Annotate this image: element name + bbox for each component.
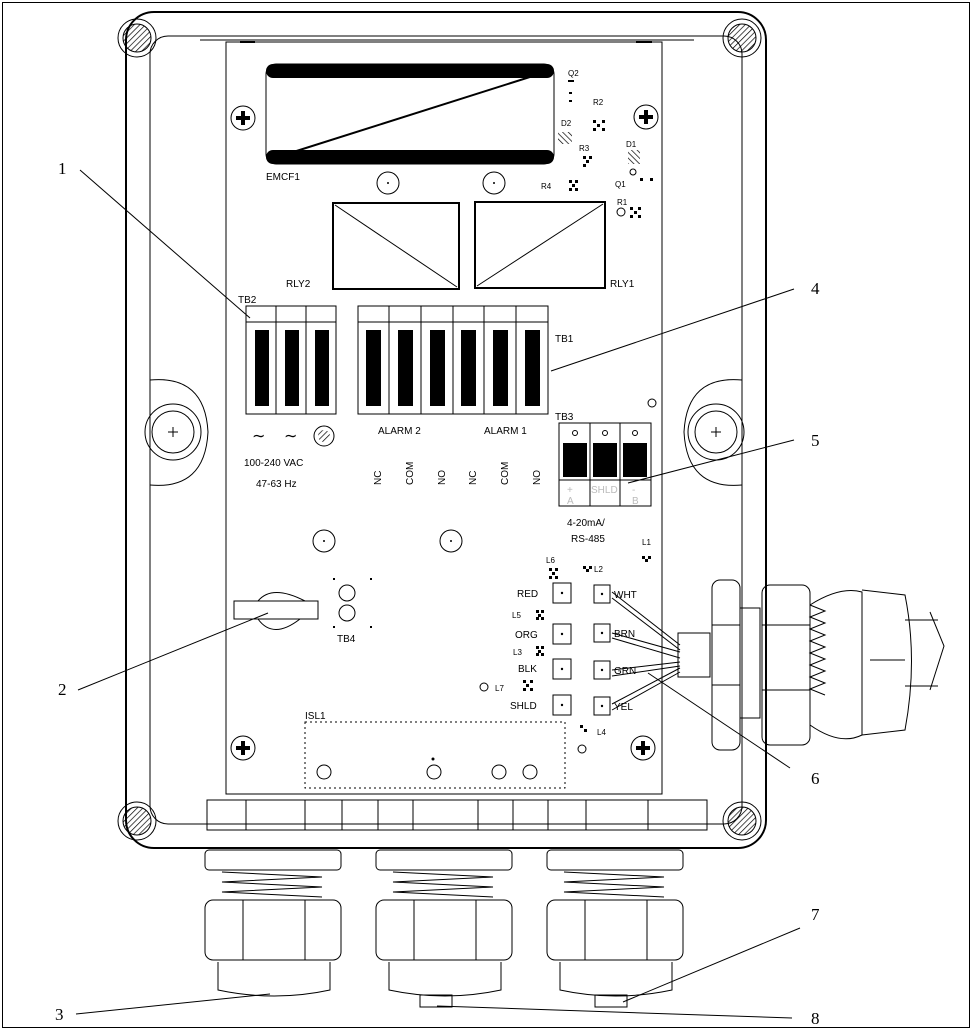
r3-label: R3	[579, 144, 590, 153]
tb4-label: TB4	[337, 634, 356, 645]
minus-label: -	[632, 485, 635, 496]
enclosure-housing	[125, 11, 767, 849]
analog-label: 4-20mA/	[567, 518, 605, 529]
nc-label: NC	[468, 471, 479, 485]
mounting-hole-right	[687, 403, 745, 461]
com-label: COM	[500, 462, 511, 485]
q2-label: Q2	[568, 69, 579, 78]
brn-label: BRN	[614, 629, 635, 640]
standoff	[439, 529, 463, 553]
test-point	[647, 398, 657, 408]
relay-rly2	[332, 202, 460, 290]
callout-5: 5	[811, 431, 820, 450]
wht-label: WHT	[614, 590, 637, 601]
grn-label: GRN	[614, 666, 636, 677]
l5-label: L5	[512, 611, 521, 620]
shld-terminal-label: SHLD	[591, 485, 618, 496]
rly2-label: RLY2	[286, 279, 311, 290]
corner-screws	[117, 18, 762, 841]
isl1-region	[304, 721, 566, 789]
l6-label: L6	[546, 556, 555, 565]
pcb-screw-bl-icon	[230, 735, 256, 761]
plus-label: +	[567, 485, 573, 496]
terminal-block-tb2	[245, 305, 337, 415]
smd-components: Q2 R2 D2 R3 R4 D1 Q1 R1	[541, 69, 653, 218]
callout-8: 8	[811, 1009, 820, 1028]
callout-leaders	[75, 169, 801, 1019]
terminal-block-tb1	[357, 305, 549, 415]
callout-3: 3	[55, 1005, 64, 1024]
isl1-label: ISL1	[305, 711, 326, 722]
standoff	[376, 171, 400, 195]
relay-rly1	[474, 201, 606, 289]
callout-1: 1	[58, 159, 67, 178]
emcf1-label: EMCF1	[266, 172, 300, 183]
tb1-label: TB1	[555, 334, 574, 345]
l3-label: L3	[513, 648, 522, 657]
tb2-label: TB2	[238, 295, 257, 306]
ground-symbol-icon	[313, 425, 335, 447]
rly1-label: RLY1	[610, 279, 635, 290]
mounting-hole-left	[144, 403, 202, 461]
pcb-screw-tr-icon	[633, 104, 659, 130]
standoff	[482, 171, 506, 195]
circuit-board	[225, 41, 663, 795]
b-label: B	[632, 496, 639, 507]
callout-7: 7	[811, 905, 820, 924]
ac-symbol-icon: ∼	[252, 426, 265, 445]
q1-label: Q1	[615, 180, 626, 189]
callout-6: 6	[811, 769, 820, 788]
com-label: COM	[405, 462, 416, 485]
pcb-screw-br-icon	[630, 735, 656, 761]
gland-middle	[375, 849, 513, 1008]
corner-screw-tl	[117, 18, 157, 58]
d1-label: D1	[626, 140, 637, 149]
l1-label: L1	[642, 538, 651, 547]
corner-screw-bl	[117, 801, 157, 841]
gland-right	[546, 849, 684, 1008]
alarm1-label: ALARM 1	[484, 426, 527, 437]
l7-label: L7	[495, 684, 504, 693]
pcb-screws	[230, 104, 659, 761]
frequency-label: 47-63 Hz	[256, 479, 297, 490]
yel-label: YEL	[614, 702, 633, 713]
d2-label: D2	[561, 119, 572, 128]
callout-2: 2	[58, 680, 67, 699]
terminal-block-tb3	[558, 422, 652, 507]
corner-screw-tr	[722, 18, 762, 58]
org-label: ORG	[515, 630, 538, 641]
r4-label: R4	[541, 182, 552, 191]
tb3-label: TB3	[555, 412, 574, 423]
gland-left	[204, 849, 342, 997]
sensor-cable-gland	[611, 579, 945, 751]
alarm2-label: ALARM 2	[378, 426, 421, 437]
corner-screw-br	[722, 801, 762, 841]
no-label: NO	[532, 470, 543, 485]
voltage-label: 100-240 VAC	[244, 458, 303, 469]
standoff	[312, 529, 336, 553]
sensor-terminals: RED ORG BLK SHLD WHT BRN GRN YEL L6 L2 L…	[479, 538, 651, 754]
l4-label: L4	[597, 728, 606, 737]
nc-label: NC	[373, 471, 384, 485]
blk-label: BLK	[518, 664, 537, 675]
pcb-screw-tl-icon	[230, 105, 256, 131]
r1-label: R1	[617, 198, 628, 207]
a-label: A	[567, 496, 574, 507]
callout-4: 4	[811, 279, 820, 298]
l2-label: L2	[594, 565, 603, 574]
shld-label: SHLD	[510, 701, 537, 712]
rs485-label: RS-485	[571, 534, 605, 545]
no-label: NO	[437, 470, 448, 485]
emc-filter	[265, 63, 555, 165]
red-label: RED	[517, 589, 538, 600]
tb4-switch	[233, 578, 372, 630]
ac-symbol-icon: ∼	[284, 426, 297, 445]
r2-label: R2	[593, 98, 604, 107]
bottom-glands	[204, 799, 708, 1008]
